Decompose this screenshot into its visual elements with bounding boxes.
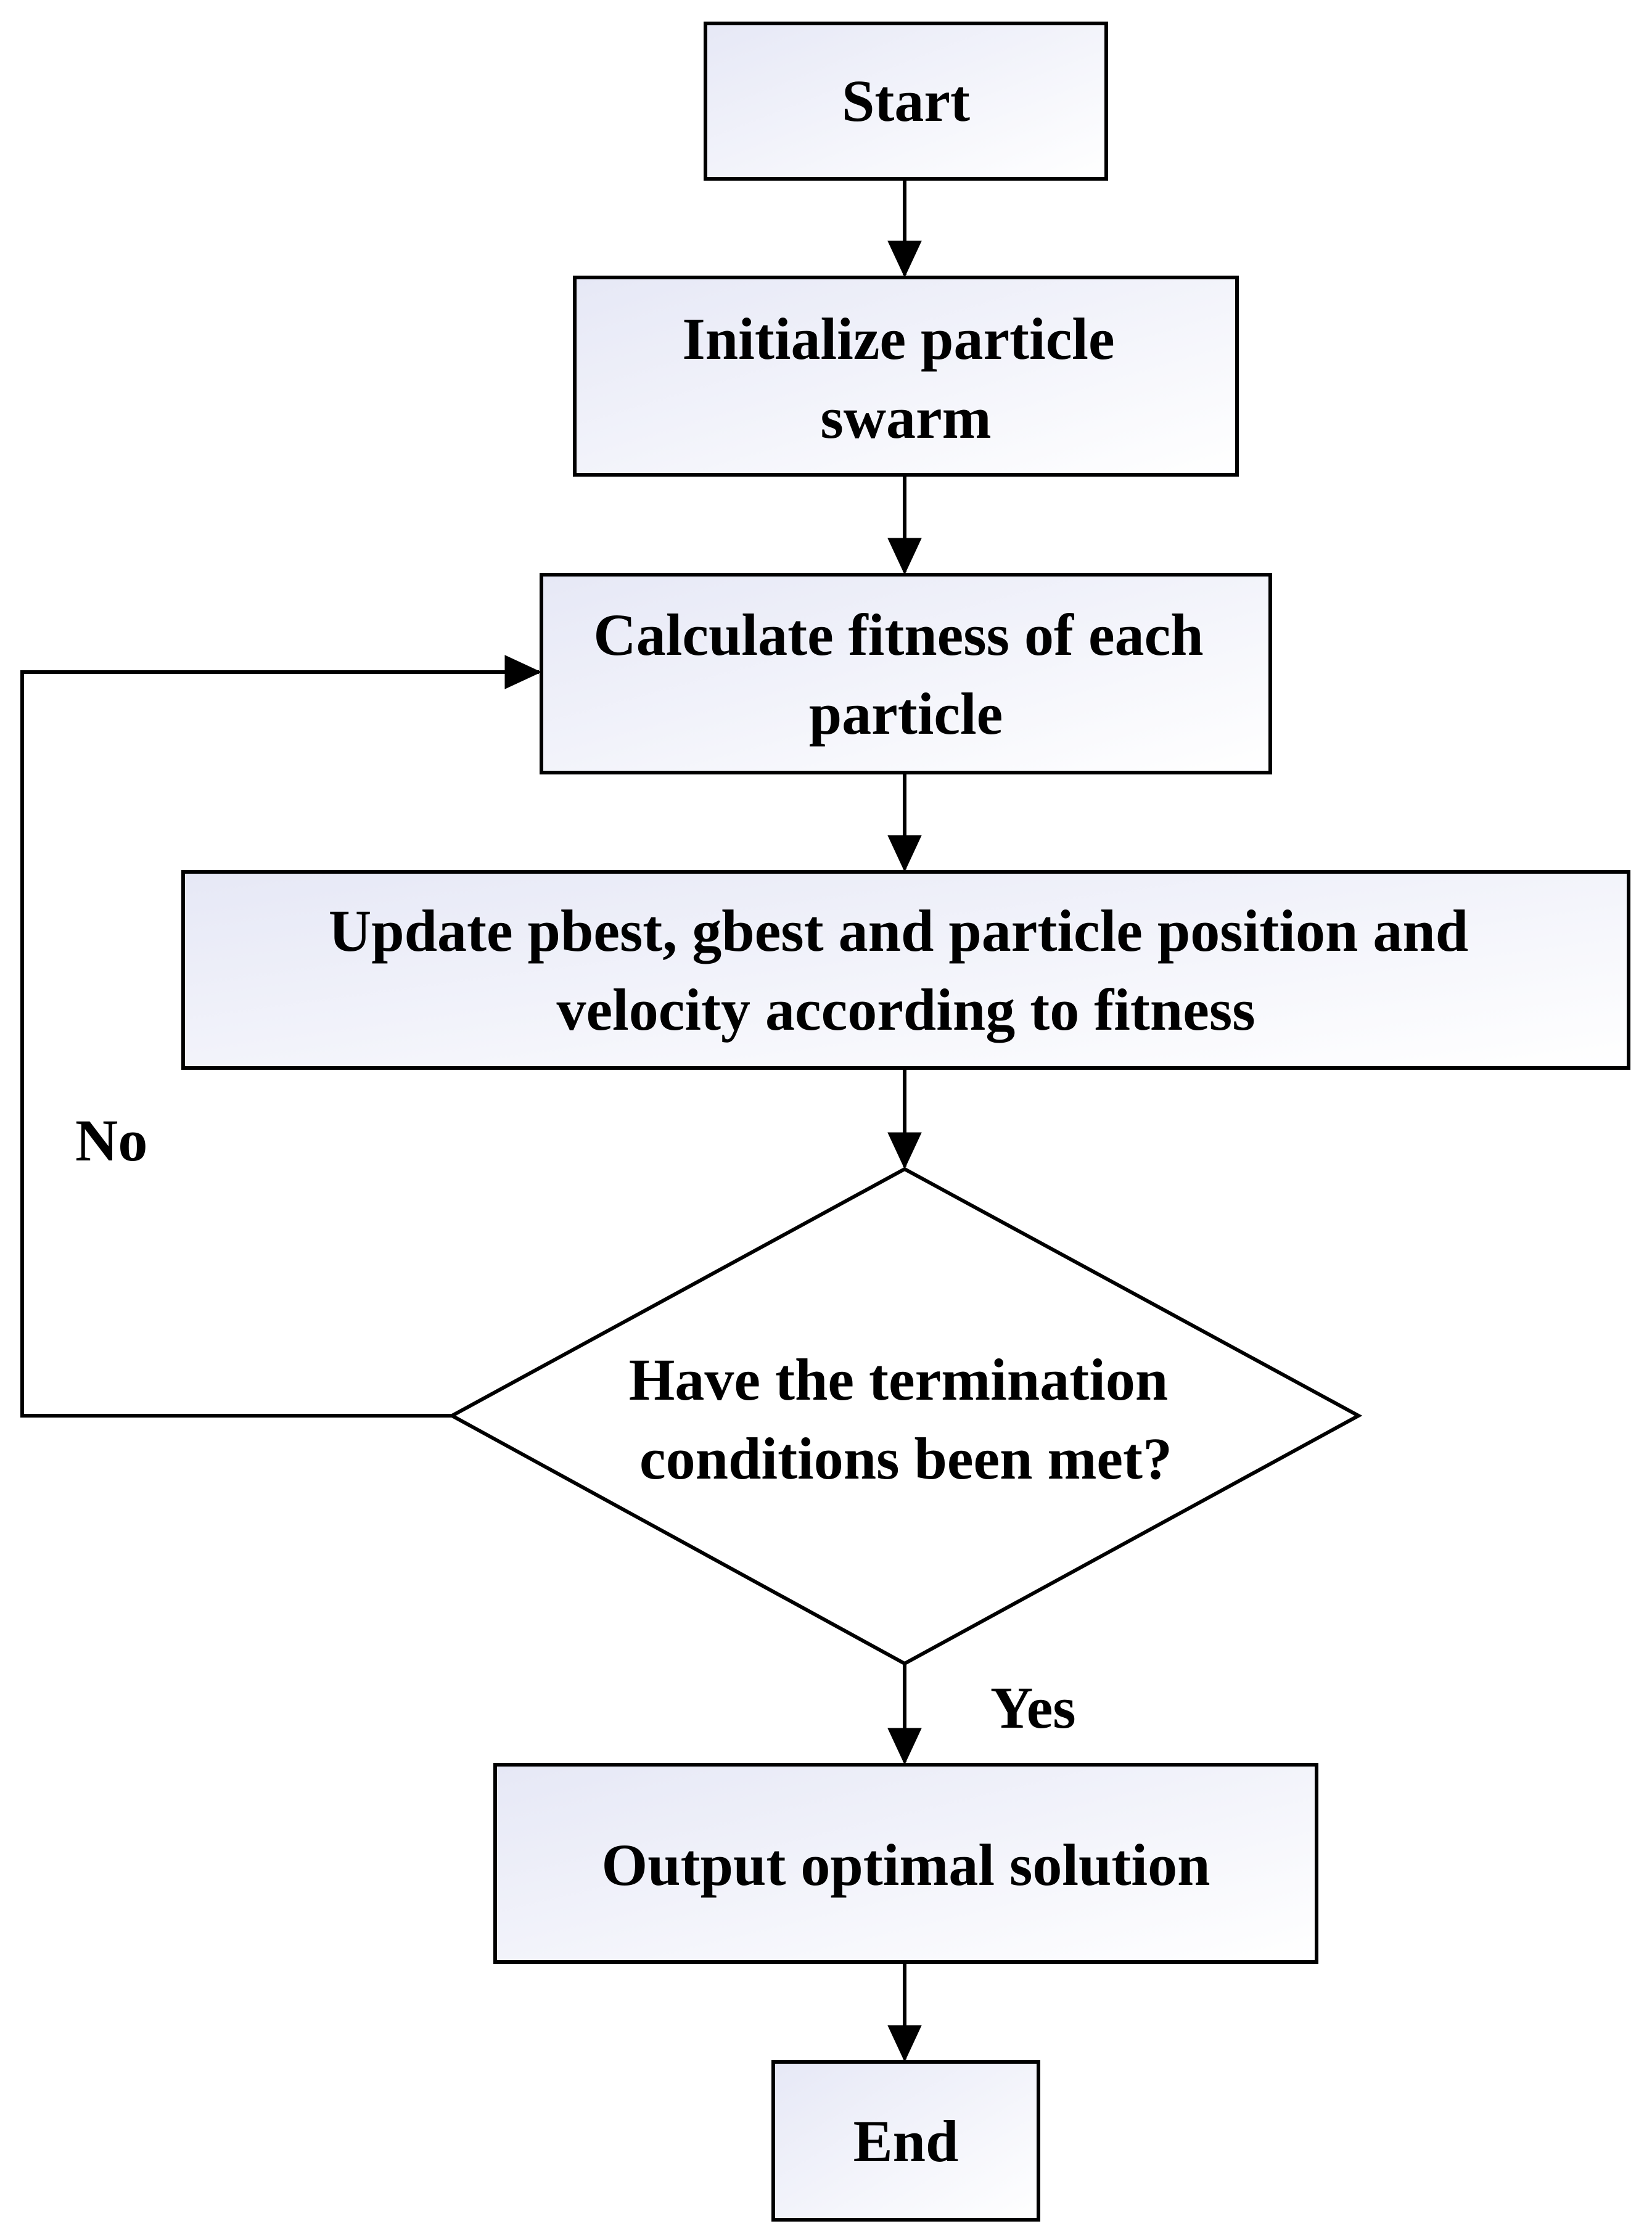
decision-label-line-2: conditions been met? — [639, 1426, 1172, 1492]
node-output: Output optimal solution — [493, 1763, 1318, 1964]
fitness-process-box — [540, 573, 1272, 774]
start-terminal-box — [704, 22, 1108, 181]
start-label: Start — [842, 68, 970, 134]
decision-diamond — [448, 1167, 1363, 1666]
node-init: Initialize particle swarm — [573, 276, 1239, 477]
end-label-line: End — [853, 2108, 959, 2174]
start-label-line: Start — [842, 68, 970, 134]
edges — [20, 179, 922, 2063]
node-end: End — [771, 2060, 1040, 2222]
node-start: Start — [704, 22, 1108, 181]
edge-decision-no-loop — [20, 655, 542, 1418]
output-process-box — [493, 1763, 1318, 1964]
decision-label: Have the termination conditions been met… — [629, 1347, 1183, 1492]
fitness-label-line-1: Calculate fitness of each — [593, 602, 1203, 668]
init-label: Initialize particle swarm — [682, 306, 1129, 451]
fitness-label: Calculate fitness of each particle — [593, 602, 1218, 747]
update-process-box — [181, 870, 1630, 1070]
update-label: Update pbest, gbest and particle positio… — [329, 898, 1483, 1043]
edge-label-yes: Yes — [990, 1675, 1076, 1741]
init-process-box — [573, 276, 1239, 477]
init-label-line-2: swarm — [820, 385, 991, 451]
init-label-line-1: Initialize particle — [682, 306, 1114, 372]
decision-label-line-1: Have the termination — [629, 1347, 1169, 1413]
node-update: Update pbest, gbest and particle positio… — [181, 870, 1630, 1070]
end-terminal-box — [771, 2060, 1040, 2222]
update-label-line-1: Update pbest, gbest and particle positio… — [329, 898, 1468, 964]
node-fitness: Calculate fitness of each particle — [540, 573, 1272, 774]
update-label-line-2: velocity according to fitness — [556, 977, 1255, 1043]
edge-label-no: No — [75, 1107, 147, 1173]
end-label: End — [853, 2108, 959, 2174]
output-label-line: Output optimal solution — [602, 1832, 1210, 1898]
fitness-label-line-2: particle — [809, 681, 1003, 747]
node-decision: Have the termination conditions been met… — [448, 1167, 1363, 1666]
output-label: Output optimal solution — [602, 1832, 1210, 1898]
